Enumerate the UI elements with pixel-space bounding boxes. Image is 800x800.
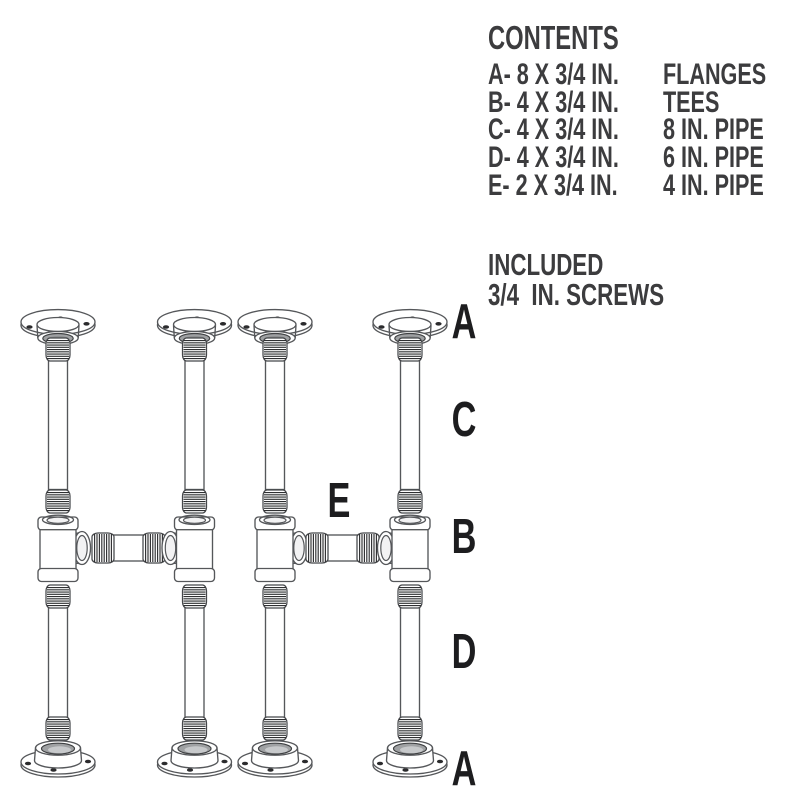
tee-4	[376, 514, 431, 583]
label-flange-top: A	[451, 295, 477, 349]
item-name: 8 IN. PIPE	[662, 113, 764, 147]
contents-item: C- 4 X 3/4 IN. 8 IN. PIPE	[488, 113, 800, 147]
tee-2	[161, 514, 216, 583]
item-name: 4 IN. PIPE	[662, 168, 764, 202]
tee-3	[254, 514, 309, 583]
assembly-column-4	[372, 308, 448, 778]
assembly-column-1	[20, 308, 96, 778]
contents-item: D- 4 X 3/4 IN. 6 IN. PIPE	[488, 141, 800, 175]
pipe-c-2	[183, 338, 207, 513]
pipe-d-3	[263, 585, 287, 740]
contents-item: A- 8 X 3/4 IN. FLANGES	[488, 58, 800, 91]
item-code: A- 8 X 3/4 IN.	[488, 58, 619, 91]
item-name: 6 IN. PIPE	[662, 141, 764, 175]
label-pipe-lower: D	[451, 625, 477, 679]
item-name: TEES	[662, 85, 720, 119]
connector-pipe-1	[92, 533, 165, 563]
item-code: E- 2 X 3/4 IN.	[488, 168, 618, 202]
contents-item: E- 2 X 3/4 IN. 4 IN. PIPE	[488, 168, 800, 202]
label-flange-bottom: A	[451, 742, 477, 796]
pipe-c-1	[46, 338, 70, 513]
item-code: B- 4 X 3/4 IN.	[488, 85, 619, 119]
item-code: C- 4 X 3/4 IN.	[488, 113, 619, 147]
flange-bottom-4	[372, 740, 448, 778]
connector-pipe-2	[306, 533, 379, 563]
assembly-column-2	[156, 308, 233, 778]
pipe-c-4	[398, 338, 422, 513]
pipe-d-1	[46, 585, 70, 740]
pipe-d-4	[398, 585, 422, 740]
flange-bottom-3	[237, 740, 313, 778]
flange-bottom-2	[156, 740, 233, 778]
contents-panel: CONTENTS A- 8 X 3/4 IN. FLANGES B- 4 X 3/…	[488, 19, 800, 311]
contents-item: B- 4 X 3/4 IN. TEES	[488, 85, 800, 119]
label-connector: E	[327, 474, 351, 528]
contents-list: A- 8 X 3/4 IN. FLANGES B- 4 X 3/4 IN. TEES…	[488, 58, 800, 202]
pipe-c-3	[263, 338, 287, 513]
flange-bottom-1	[20, 740, 96, 778]
included-text: 3/4 IN. SCREWS	[488, 277, 665, 312]
item-code: D- 4 X 3/4 IN.	[488, 141, 619, 175]
assembly-column-3	[237, 308, 313, 778]
assembly-diagram	[20, 308, 448, 778]
included-title: INCLUDED	[488, 247, 604, 282]
label-pipe-upper: C	[451, 393, 477, 447]
label-tee: B	[451, 510, 477, 564]
contents-title: CONTENTS	[488, 19, 619, 56]
tee-1	[37, 514, 92, 583]
pipe-d-2	[183, 585, 207, 740]
included-block: INCLUDED 3/4 IN. SCREWS	[488, 247, 733, 312]
item-name: FLANGES	[662, 58, 767, 91]
